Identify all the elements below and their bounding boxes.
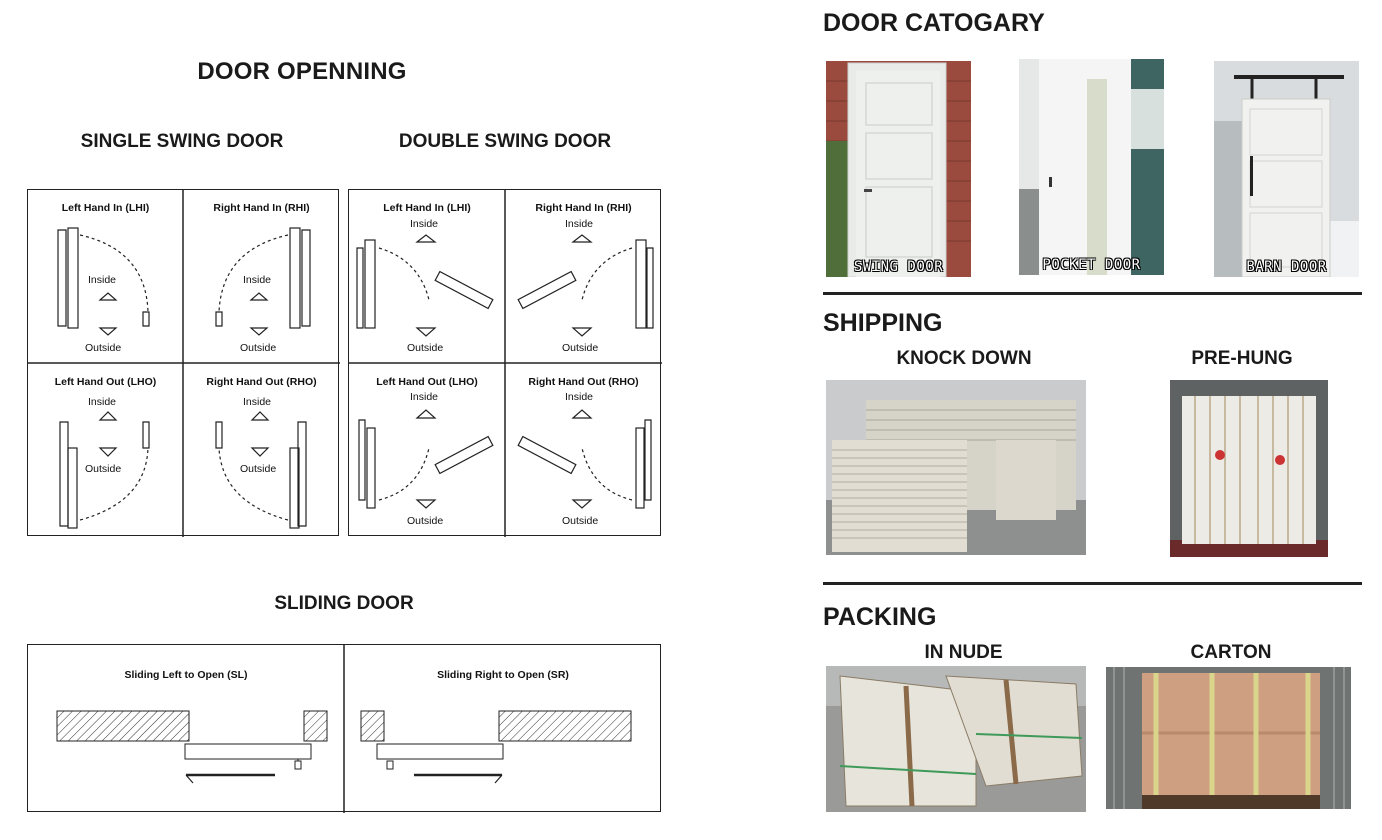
single-swing-title: SINGLE SWING DOOR bbox=[80, 131, 284, 152]
barn-door-photo: BARN DOOR bbox=[1214, 61, 1359, 277]
pocket-door-photo: POCKET DOOR bbox=[1019, 59, 1164, 275]
double-rho-label: Right Hand Out (RHO) bbox=[528, 376, 639, 388]
single-rho-label: Right Hand Out (RHO) bbox=[206, 376, 317, 388]
double-rhi-label: Right Hand In (RHI) bbox=[535, 202, 632, 214]
packing-title: PACKING bbox=[823, 603, 937, 631]
double-lho-label: Left Hand Out (LHO) bbox=[376, 376, 478, 388]
single-lhi-outside: Outside bbox=[85, 342, 122, 354]
double-lhi-inside: Inside bbox=[410, 218, 439, 230]
divider-1 bbox=[823, 292, 1362, 295]
double-swing-grid: Left Hand In (LHI) Inside Outside Right … bbox=[348, 189, 662, 537]
in-nude-label: IN NUDE bbox=[924, 642, 1003, 663]
knock-down-label: KNOCK DOWN bbox=[896, 348, 1032, 369]
double-rho-inside: Inside bbox=[565, 391, 594, 403]
sliding-door-title: SLIDING DOOR bbox=[274, 593, 414, 614]
single-swing-grid: Left Hand In (LHI) Inside Outside Right … bbox=[27, 189, 340, 537]
pre-hung-photo bbox=[1170, 380, 1328, 557]
knock-down-photo bbox=[826, 380, 1086, 555]
single-rhi-inside: Inside bbox=[243, 274, 272, 286]
carton-photo bbox=[1106, 667, 1351, 809]
single-rhi-outside: Outside bbox=[240, 342, 277, 354]
single-lho-inside: Inside bbox=[88, 396, 117, 408]
swing-door-caption: SWING DOOR bbox=[853, 259, 944, 275]
swing-door-photo: SWING DOOR bbox=[826, 61, 971, 277]
single-lho-label: Left Hand Out (LHO) bbox=[54, 376, 157, 388]
single-rho-outside: Outside bbox=[240, 463, 277, 475]
single-lho-outside: Outside bbox=[85, 463, 122, 475]
carton-label: CARTON bbox=[1190, 642, 1272, 663]
door-category-title: DOOR CATOGARY bbox=[823, 9, 1045, 37]
pre-hung-label: PRE-HUNG bbox=[1191, 348, 1293, 369]
double-lho-inside: Inside bbox=[410, 391, 439, 403]
sliding-left-label: Sliding Left to Open (SL) bbox=[124, 669, 248, 681]
single-rhi-label: Right Hand In (RHI) bbox=[213, 202, 310, 214]
double-lhi-outside: Outside bbox=[407, 342, 444, 354]
double-rhi-outside: Outside bbox=[562, 342, 599, 354]
divider-2 bbox=[823, 582, 1362, 585]
double-swing-title: DOUBLE SWING DOOR bbox=[398, 131, 612, 152]
in-nude-photo bbox=[826, 666, 1086, 812]
single-rho-inside: Inside bbox=[243, 396, 272, 408]
shipping-title: SHIPPING bbox=[823, 309, 943, 337]
sliding-right-label: Sliding Right to Open (SR) bbox=[437, 669, 569, 681]
barn-door-caption: BARN DOOR bbox=[1246, 259, 1327, 275]
double-lho-outside: Outside bbox=[407, 515, 444, 527]
single-lhi-inside: Inside bbox=[88, 274, 117, 286]
single-lhi-label: Left Hand In (LHI) bbox=[61, 202, 150, 214]
double-rhi-inside: Inside bbox=[565, 218, 594, 230]
sliding-door-grid: Sliding Left to Open (SL) Sliding Right … bbox=[27, 644, 661, 813]
door-opening-title: DOOR OPENNING bbox=[197, 58, 407, 85]
pocket-door-caption: POCKET DOOR bbox=[1042, 257, 1141, 273]
double-lhi-label: Left Hand In (LHI) bbox=[383, 202, 471, 214]
double-rho-outside: Outside bbox=[562, 515, 599, 527]
